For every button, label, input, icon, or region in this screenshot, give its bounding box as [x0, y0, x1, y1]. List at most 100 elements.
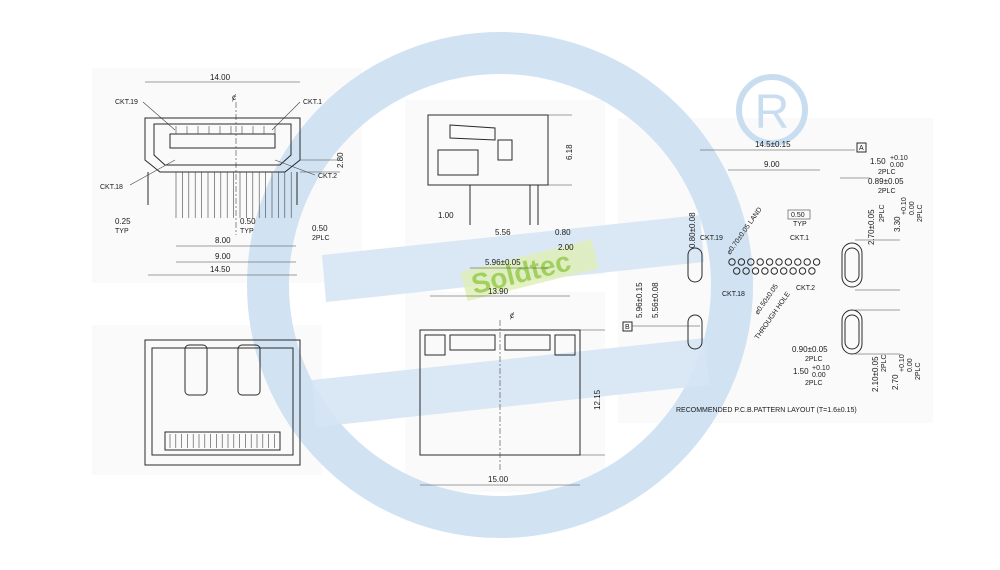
- tol-150b-plus: +0.10: [812, 365, 830, 372]
- pcb-slot-lower-right: [844, 314, 860, 350]
- dim-pcb-150b: 1.50: [793, 367, 809, 376]
- watermark-ring: [247, 32, 753, 538]
- pcb-slot-lower-left: [687, 314, 703, 350]
- plc-c: 2PLC: [879, 204, 886, 222]
- dim-front-height: 2.80: [336, 152, 345, 168]
- dim-pcb-089: 0.89±0.05: [868, 177, 904, 186]
- pcb-label-ckt19: CKT.19: [700, 235, 723, 242]
- dim-pcb-150: 1.50: [870, 157, 886, 166]
- pcb-label-ckt2: CKT.2: [796, 285, 815, 292]
- dim-pcb-596: 5.96±0.15: [635, 282, 644, 318]
- pcb-slot-upper-right: [844, 247, 860, 283]
- pcb-land-odd: [794, 258, 802, 266]
- tol-150-plus: +0.10: [890, 155, 908, 162]
- datum-a: A: [859, 145, 864, 152]
- dim-side-596: 5.96±0.05: [485, 258, 521, 267]
- dim-1450: 14.50: [210, 265, 231, 274]
- pcb-land-even: [742, 267, 750, 275]
- dim-side-200: 2.00: [558, 243, 574, 252]
- dim-side-080: 0.80: [555, 228, 571, 237]
- dim-peg-width: 0.50: [312, 224, 328, 233]
- plc-f: 2PLC: [805, 380, 823, 387]
- watermark-band-lower: [312, 338, 709, 427]
- front-view: 14.00 ȼ CKT.19 CKT.1 CKT.18 CKT.2 2.80 0…: [100, 73, 345, 276]
- front-centerline: ȼ: [232, 93, 236, 102]
- pcb-label-ckt1: CKT.1: [790, 235, 809, 242]
- dim-800: 8.00: [215, 236, 231, 245]
- pcb-land-even: [751, 267, 760, 275]
- dim-pcb-090: 0.90±0.05: [792, 345, 828, 354]
- bottom-centerline: ȼ: [510, 311, 514, 320]
- tol-330-plus: +0.10: [901, 197, 908, 215]
- registered-icon: [736, 74, 808, 146]
- plc-d: 2PLC: [917, 204, 924, 222]
- pcb-land-odd: [812, 258, 821, 266]
- pcb-land-odd: [728, 258, 736, 266]
- plc-b: 2PLC: [878, 188, 896, 195]
- dim-pitch: 0.50: [240, 217, 256, 226]
- side-view: 6.18 1.00 5.56 0.80 2.00 5.96±0.05: [427, 114, 574, 269]
- watermark: Soldtec R: [247, 32, 808, 538]
- dim-bottom-1500: 15.00: [488, 475, 509, 484]
- dim-pcb-330: 3.30: [893, 216, 902, 232]
- pcb-caption: RECOMMENDED P.C.B.PATTERN LAYOUT (T=1.6±…: [676, 407, 857, 414]
- label-typ-2: TYP: [240, 228, 254, 235]
- pcb-land-even: [733, 267, 741, 275]
- datum-a-box: [856, 142, 867, 153]
- tol-270b-plus: +0.10: [899, 354, 906, 372]
- dim-pcb-270b: 2.70: [891, 374, 900, 390]
- dim-900: 9.00: [215, 252, 231, 261]
- dim-pcb-556: 5.56±0.08: [651, 282, 660, 318]
- plc-g: 2PLC: [881, 354, 888, 372]
- dim-front-width: 14.00: [210, 73, 231, 82]
- plc-h: 2PLC: [915, 362, 922, 380]
- pcb-land-odd: [737, 258, 746, 266]
- dim-pin-width: 0.25: [115, 217, 131, 226]
- dim-pcb-145: 14.5±0.15: [755, 140, 791, 149]
- label-typ-1: TYP: [115, 228, 129, 235]
- pcb-land-odd: [756, 258, 764, 266]
- pcb-land-even: [808, 267, 816, 275]
- label-ckt2: CKT.2: [318, 173, 337, 180]
- dim-bottom-1215: 12.15: [593, 389, 602, 410]
- pcb-land-odd: [747, 258, 755, 266]
- pcb-land-odd: [775, 258, 783, 266]
- dim-side-556: 5.56: [495, 228, 511, 237]
- pcb-land-odd: [784, 258, 793, 266]
- pcb-pitch-typ: TYP: [793, 221, 807, 228]
- datum-b: B: [625, 324, 630, 331]
- tol-150-zero: 0.00: [890, 162, 904, 169]
- plc-e: 2PLC: [805, 356, 823, 363]
- bottom-view: 13.90 ȼ 12.15 15.00: [419, 287, 605, 486]
- tol-270b-zero: 0.00: [907, 358, 914, 372]
- label-ckt19: CKT.19: [115, 99, 138, 106]
- dim-pcb-080: 0.80±0.08: [688, 212, 697, 248]
- top-view: [144, 339, 301, 466]
- pcb-land-odd: [765, 258, 774, 266]
- pcb-slot-upper-left: [687, 247, 703, 283]
- tol-330-zero: 0.00: [909, 201, 916, 215]
- tol-150b-zero: 0.00: [812, 372, 826, 379]
- watermark-logo-bg: [460, 239, 599, 302]
- dim-pcb-270: 2.70±0.05: [867, 209, 876, 245]
- dim-side-100: 1.00: [438, 211, 454, 220]
- label-ckt1: CKT.1: [303, 99, 322, 106]
- pcb-land-even: [789, 267, 797, 275]
- registered-icon-letter: R: [755, 86, 790, 139]
- pcb-land-odd: [803, 258, 811, 266]
- plc-a: 2PLC: [878, 169, 896, 176]
- label-ckt18: CKT.18: [100, 184, 123, 191]
- pcb-land-even: [770, 267, 778, 275]
- watermark-band-upper: [322, 215, 704, 302]
- datum-b-box: [622, 321, 633, 332]
- dim-pcb-210: 2.10±0.05: [871, 356, 880, 392]
- label-2plc: 2PLC: [312, 235, 330, 242]
- pcb-label-ckt18: CKT.18: [722, 291, 745, 298]
- pcb-pitch: 0.50: [791, 212, 805, 219]
- dim-pcb-900: 9.00: [764, 160, 780, 169]
- pcb-land-even: [798, 267, 807, 275]
- dim-side-height: 6.18: [565, 144, 574, 160]
- pcb-land-even: [761, 267, 769, 275]
- dim-bottom-1390: 13.90: [488, 287, 509, 296]
